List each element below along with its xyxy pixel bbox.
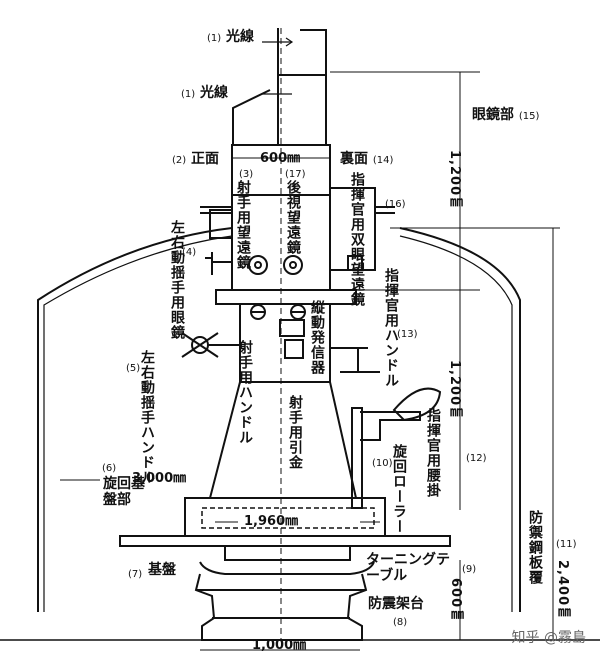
armor-num: (11) [556, 539, 577, 550]
front-label: (2) 正面 [172, 151, 220, 167]
base-plate [119, 535, 451, 547]
dim-600-bottom: 600㎜ [448, 578, 463, 623]
commander-seat-num: (12) [466, 453, 487, 464]
armor-shield-inner [43, 235, 513, 612]
dimension-lines [60, 71, 560, 651]
rear-scope-eyepiece [283, 255, 303, 275]
armor-label: 防禦鋼板覆 [527, 510, 543, 585]
turning-table [224, 546, 351, 561]
watermark: 知乎 @霧島 [511, 630, 586, 646]
commander-seat-label: 指揮官用腰掛 [425, 408, 441, 498]
turning-table-num: (9) [462, 564, 477, 575]
light-line-arrows [262, 37, 294, 95]
armor-shield [37, 227, 521, 612]
light-line-label-1: (1) 光線 [207, 29, 255, 45]
dim-600-top: 600㎜ [260, 151, 301, 166]
turning-table-label: ターニングテーブル [366, 552, 450, 584]
anti-vibration-num: (8) [393, 617, 408, 628]
periscope-head [300, 29, 327, 76]
elevation-transmitter-label: 縦動発信器 [309, 300, 325, 375]
hand-handle-label: 左右動揺手ハンドル [139, 350, 155, 485]
back-label: 裏面 (14) [340, 151, 394, 167]
commander-binocular-label: 指揮官用双眼望遠鏡 [349, 172, 365, 307]
dim-1000: 1,000㎜ [252, 638, 307, 653]
dim-2400: 2,400㎜ [555, 560, 570, 621]
lower-housing [239, 304, 331, 383]
middle-plate [215, 289, 357, 305]
gunner-trigger-label: 射手用引金 [287, 395, 303, 470]
rotation-roller-label: 旋回ローラー [391, 444, 407, 534]
hand-handle-num: (5) [126, 363, 141, 374]
base-plate-num: (7) [128, 569, 143, 580]
eyepiece-handle-num: (4) [182, 247, 197, 258]
gunner-scope-eyepiece [248, 255, 268, 275]
dim-1200-top: 1,200㎜ [447, 150, 462, 211]
commander-binocular-num: (16) [385, 199, 406, 210]
dim-1200-mid: 1,200㎜ [447, 360, 462, 421]
rear-scope-num: (17) [285, 169, 306, 180]
rotation-base-num: (6) [102, 463, 117, 474]
dim-1960: 1,960㎜ [244, 514, 299, 529]
gunner-scope-num: (3) [239, 169, 254, 180]
commander-handle-label: 指揮官用ハンドル [383, 268, 399, 388]
base-plate-label: 基盤 [148, 562, 176, 578]
eyepiece-housing [232, 74, 327, 146]
eyepiece-handle-label: 左右動揺手用眼鏡 [169, 220, 185, 340]
rotation-roller-num: (10) [372, 458, 393, 469]
binocular-eyepiece [347, 255, 363, 271]
commander-handle-num: (13) [397, 329, 418, 340]
column-cone [209, 381, 357, 499]
gunner-handle-label: 射手用ハンドル [237, 340, 253, 445]
anti-vibration-label: 防震架台 [368, 596, 424, 612]
dim-3000: 3,000㎜ [132, 471, 187, 486]
side-housing [209, 209, 233, 239]
rear-scope-label: 後視望遠鏡 [285, 180, 301, 255]
eyepiece-section-label: 眼鏡部 (15) [472, 107, 540, 123]
rotation-base-label: 旋回基盤部 [103, 476, 145, 508]
gunner-scope-label: 射手用望遠鏡 [235, 180, 251, 270]
light-line-label-2: (1) 光線 [181, 85, 229, 101]
elevation-transmitter [284, 339, 304, 359]
commander-seat [392, 387, 442, 422]
